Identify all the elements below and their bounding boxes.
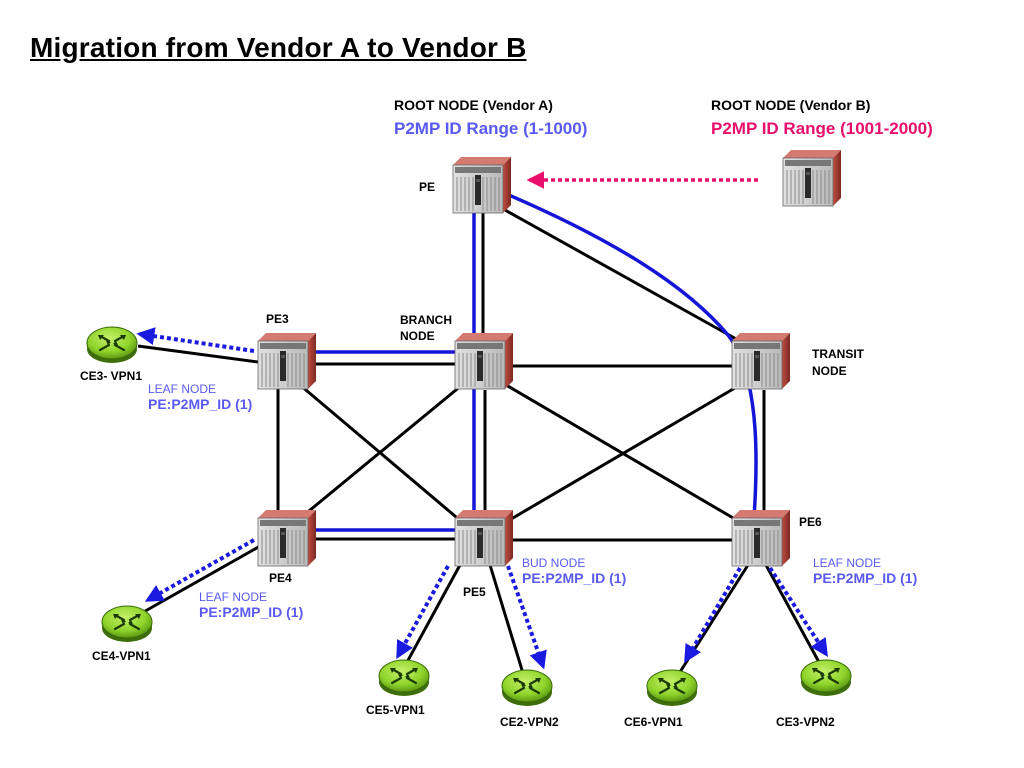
pe5-bud-role: BUD NODE bbox=[522, 556, 586, 570]
root-a-heading: ROOT NODE (Vendor A) bbox=[394, 97, 553, 113]
deliver-pe4-ce4vpn1 bbox=[144, 538, 255, 602]
router-chassis-icon-transit bbox=[731, 332, 791, 390]
dotted-delivery-arrows bbox=[136, 327, 828, 670]
router-chassis-icon-pe3 bbox=[257, 332, 317, 390]
label-transit-line1: TRANSIT bbox=[812, 347, 864, 361]
label-branch-node: BRANCH NODE bbox=[400, 312, 452, 344]
pe4-leaf-role: LEAF NODE bbox=[199, 590, 268, 604]
label-ce3-vpn2: CE3-VPN2 bbox=[776, 715, 835, 729]
ce-router-icon-ce4-vpn1 bbox=[100, 604, 154, 644]
annotation-pe5-bud: BUD NODE PE:P2MP_ID (1) bbox=[522, 556, 626, 586]
link-pe4-ce4vpn1 bbox=[139, 543, 263, 616]
router-chassis-icon-pe bbox=[452, 156, 512, 214]
label-transit-line2: NODE bbox=[812, 364, 847, 378]
link-branch-pe4 bbox=[297, 383, 463, 522]
pe3-leaf-id: PE:P2MP_ID (1) bbox=[148, 396, 253, 412]
annotation-pe3-leaf: LEAF NODE PE:P2MP_ID (1) bbox=[148, 382, 252, 412]
router-chassis-icon-pe4 bbox=[257, 509, 317, 567]
physical-links bbox=[137, 208, 822, 673]
router-chassis-icon-pe5 bbox=[454, 509, 514, 567]
tree-pe-to-pe6 bbox=[477, 180, 762, 550]
label-pe: PE bbox=[419, 180, 436, 194]
link-pe-transit bbox=[504, 208, 739, 342]
deliver-pe5-ce2vpn2 bbox=[506, 565, 547, 670]
pe3-leaf-role: LEAF NODE bbox=[148, 382, 217, 396]
label-ce2-vpn2: CE2-VPN2 bbox=[500, 715, 559, 729]
ce-router-icon-ce5-vpn1 bbox=[377, 658, 431, 698]
root-b-heading: ROOT NODE (Vendor B) bbox=[711, 97, 871, 113]
label-branch-line1: BRANCH bbox=[400, 313, 452, 327]
annotation-pe6-leaf: LEAF NODE PE:P2MP_ID (1) bbox=[813, 556, 917, 586]
link-pe5-ce5vpn1 bbox=[404, 564, 462, 665]
label-ce4-vpn1: CE4-VPN1 bbox=[92, 649, 151, 663]
pe4-leaf-id: PE:P2MP_ID (1) bbox=[199, 604, 304, 620]
pe6-leaf-id: PE:P2MP_ID (1) bbox=[813, 570, 918, 586]
router-chassis-icon-vendor-b bbox=[782, 149, 842, 207]
ce-router-icon-ce6-vpn1 bbox=[645, 668, 699, 708]
root-a-range: P2MP ID Range (1-1000) bbox=[394, 119, 588, 138]
link-pe5-ce2vpn2 bbox=[488, 564, 524, 671]
link-ce3vpn1-pe3 bbox=[137, 344, 259, 364]
deliver-pe6-ce3vpn2 bbox=[768, 566, 828, 658]
label-branch-line2: NODE bbox=[400, 329, 435, 343]
pe5-bud-id: PE:P2MP_ID (1) bbox=[522, 570, 627, 586]
deliver-pe6-ce6vpn1 bbox=[684, 566, 742, 664]
router-chassis-icon-pe6 bbox=[731, 509, 791, 567]
label-ce5-vpn1: CE5-VPN1 bbox=[366, 703, 425, 717]
root-b-range: P2MP ID Range (1001-2000) bbox=[711, 119, 933, 138]
ce-router-icon-ce2-vpn2 bbox=[500, 668, 554, 708]
label-pe5: PE5 bbox=[463, 585, 486, 599]
label-ce3-vpn1: CE3- VPN1 bbox=[80, 369, 143, 383]
ce-router-icon-ce3-vpn1 bbox=[85, 325, 139, 365]
deliver-pe3-ce3vpn1 bbox=[136, 327, 255, 353]
page-title: Migration from Vendor A to Vendor B bbox=[30, 32, 527, 63]
label-pe4: PE4 bbox=[269, 571, 292, 585]
router-chassis-icon-branch bbox=[454, 332, 514, 390]
label-pe3: PE3 bbox=[266, 312, 289, 326]
deliver-pe5-ce5vpn1 bbox=[396, 565, 450, 660]
link-pe6-ce3vpn2 bbox=[764, 564, 822, 665]
label-ce6-vpn1: CE6-VPN1 bbox=[624, 715, 683, 729]
ce-router-icon-ce3-vpn2 bbox=[799, 658, 853, 698]
link-transit-pe5 bbox=[505, 383, 741, 524]
label-transit-node: TRANSIT NODE bbox=[812, 346, 864, 380]
label-pe6: PE6 bbox=[799, 515, 822, 529]
pe6-leaf-role: LEAF NODE bbox=[813, 556, 882, 570]
annotation-pe4-leaf: LEAF NODE PE:P2MP_ID (1) bbox=[199, 590, 303, 620]
